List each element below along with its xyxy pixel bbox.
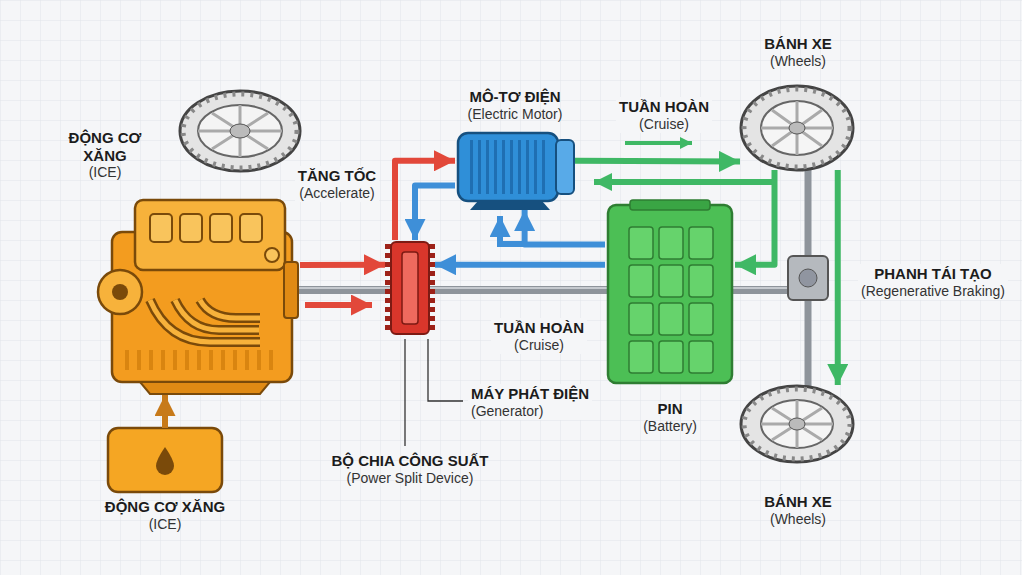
flow-arrow xyxy=(735,170,775,265)
node-subtitle: (Power Split Device) xyxy=(347,470,474,487)
node-heading: BÁNH XE xyxy=(764,493,832,511)
wheel-node: BÁNH XE(Wheels) xyxy=(740,385,855,463)
caption-slot: BỘ CHIA CÔNG SUẤT(Power Split Device) xyxy=(310,452,510,486)
engine-node: ĐỘNG CƠ XĂNG(ICE) xyxy=(105,195,300,395)
node-subtitle: (ICE) xyxy=(89,164,122,181)
caption-slot: BÁNH XE(Wheels) xyxy=(698,35,898,69)
wheel-node: BÁNH XE(Wheels) xyxy=(740,85,855,170)
node-subtitle: (Wheels) xyxy=(770,511,826,528)
caption-slot: PIN(Battery) xyxy=(570,400,770,434)
edge-label: TUẦN HOÀN (Cruise) xyxy=(491,318,587,354)
node-heading: BÁNH XE xyxy=(764,35,832,53)
fuel-tank xyxy=(108,428,222,492)
edge-label-slot: PHANH TÁI TẠO (Regenerative Braking) xyxy=(852,264,1014,300)
battery-node: PIN(Battery) xyxy=(605,200,735,385)
edge-label-slot: TUẦN HOÀN (Cruise) xyxy=(478,318,600,354)
edge-label: PHANH TÁI TẠO (Regenerative Braking) xyxy=(858,264,1008,300)
leader-lines xyxy=(405,339,463,446)
node-subtitle: (Wheels) xyxy=(770,53,826,70)
part-label: MÁY PHÁT ĐIỆN (Generator) xyxy=(468,384,592,420)
node-subtitle: (Electric Motor) xyxy=(468,106,563,123)
caption-slot: ĐỘNG CƠ XĂNG(ICE) xyxy=(50,129,160,181)
fuel-tank-node: ĐỘNG CƠ XĂNG(ICE) xyxy=(108,428,222,492)
flow-arrow xyxy=(162,395,168,428)
spare-tire xyxy=(180,91,300,171)
wheel-bottom xyxy=(741,386,853,462)
node-subtitle: (Battery) xyxy=(643,418,697,435)
flow-arrow xyxy=(525,210,605,244)
edge-label: TUẦN HOÀN (Cruise) xyxy=(616,97,712,133)
node-heading: PIN xyxy=(657,400,682,418)
axle xyxy=(788,165,828,390)
node-heading: ĐỘNG CƠ XĂNG xyxy=(105,498,225,516)
caption-slot: BÁNH XE(Wheels) xyxy=(698,493,898,527)
flow-arrow xyxy=(395,161,455,240)
node-heading: BỘ CHIA CÔNG SUẤT xyxy=(332,452,489,470)
node-heading: ĐỘNG CƠ XĂNG xyxy=(50,129,160,164)
edge-label-slot: TUẦN HOÀN (Cruise) xyxy=(606,97,722,133)
electric-motor xyxy=(458,133,574,210)
node-subtitle: (ICE) xyxy=(149,516,182,533)
edge-label-slot: TĂNG TỐC (Accelerate) xyxy=(283,166,391,202)
wheel-top xyxy=(741,86,853,170)
caption-slot: ĐỘNG CƠ XĂNG(ICE) xyxy=(65,498,265,532)
extra-flow-arrows xyxy=(305,143,775,305)
flow-arrow xyxy=(835,170,841,385)
flow-arrow xyxy=(415,185,455,240)
engine-illustration xyxy=(98,200,298,394)
power-split-node: BỘ CHIA CÔNG SUẤT(Power Split Device) xyxy=(385,240,435,335)
part-label-slot: MÁY PHÁT ĐIỆN (Generator) xyxy=(468,384,604,420)
flow-arrow xyxy=(435,262,605,268)
battery-pack xyxy=(608,200,732,383)
caption-slot: MÔ-TƠ ĐIỆN(Electric Motor) xyxy=(415,88,615,122)
power-split-gear xyxy=(389,242,431,334)
motor-node: MÔ-TƠ ĐIỆN(Electric Motor) xyxy=(455,128,575,210)
flow-arrow xyxy=(575,158,740,165)
node-heading: MÔ-TƠ ĐIỆN xyxy=(469,88,560,106)
edge-label: TĂNG TỐC (Accelerate) xyxy=(295,166,379,202)
flow-arrow xyxy=(300,262,385,268)
